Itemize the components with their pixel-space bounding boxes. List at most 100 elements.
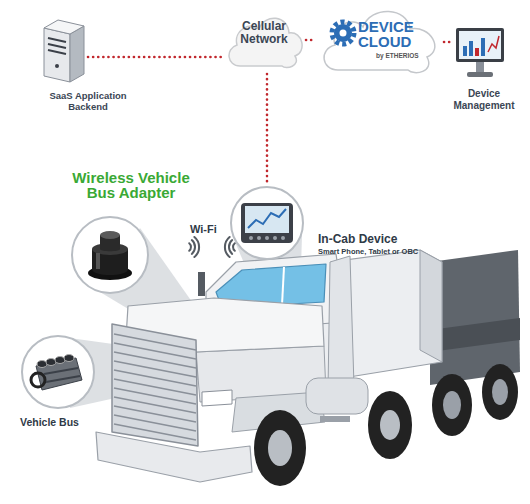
wifi-symbol	[225, 237, 230, 257]
truck	[482, 364, 518, 420]
server-icon	[48, 44, 66, 48]
tablet-callout	[231, 187, 303, 259]
server-icon	[40, 18, 88, 84]
monitor-icon	[454, 26, 506, 82]
truck	[198, 272, 205, 296]
truck	[96, 432, 252, 482]
monitor-icon	[454, 26, 506, 82]
cloud-label: Cellular Network	[228, 20, 300, 46]
truck	[380, 410, 400, 440]
wifi-symbol	[194, 237, 199, 257]
cloud-logo	[324, 11, 435, 72]
engine-callout	[46, 376, 80, 382]
engine-callout	[37, 355, 74, 368]
truck	[268, 430, 292, 466]
truck	[254, 410, 306, 486]
wifi-symbol	[189, 243, 191, 251]
truck	[282, 267, 284, 305]
dotted-connector	[444, 41, 454, 44]
truck	[114, 334, 196, 440]
callout-node: In-Cab DeviceSmart Phone, Tablet or OBC	[226, 182, 442, 262]
truck	[202, 390, 232, 406]
wifi-symbol	[233, 243, 235, 251]
monitor-icon	[463, 46, 467, 56]
wifi-symbol	[189, 237, 235, 257]
tablet-callout	[249, 236, 285, 240]
adapter-callout	[96, 253, 100, 269]
engine-callout	[55, 357, 65, 364]
callout-node: Wireless Vehicle Bus Adapter	[60, 168, 210, 300]
node-label: SaaS Application Backend	[45, 90, 131, 112]
tablet-callout	[265, 236, 269, 240]
server-icon	[44, 20, 84, 34]
truck	[328, 256, 354, 390]
engine-callout	[22, 336, 94, 408]
logo-byline: by ETHERIOS	[376, 52, 436, 60]
engine-callout	[37, 361, 47, 368]
tablet-callout	[281, 236, 285, 240]
dotted-connector	[266, 74, 269, 185]
truck	[114, 343, 196, 359]
truck	[114, 334, 196, 350]
truck	[114, 415, 196, 431]
monitor-icon	[481, 38, 485, 56]
truck	[112, 324, 198, 446]
truck	[114, 352, 196, 368]
server-icon	[48, 38, 66, 54]
cloud-logo	[334, 24, 352, 42]
adapter-callout	[70, 215, 150, 295]
truck	[114, 388, 196, 404]
dotted-connector	[306, 39, 316, 42]
engine-callout	[64, 355, 74, 362]
cloud-logo	[340, 30, 347, 37]
callout-node: Vehicle Bus	[16, 332, 108, 432]
monitor-icon	[476, 62, 484, 72]
wifi-label: Wi-Fi	[190, 223, 230, 236]
adapter-callout	[70, 215, 150, 295]
engine-callout	[31, 373, 45, 387]
server-icon	[48, 38, 66, 42]
cloud-node: Cellular Network	[222, 8, 306, 74]
cloud-logo	[332, 22, 354, 44]
truck	[368, 391, 412, 459]
engine-callout	[20, 334, 96, 410]
truck	[114, 406, 196, 422]
wifi-symbol	[192, 240, 195, 254]
server-node: SaaS Application Backend	[40, 16, 135, 116]
truck	[114, 361, 196, 377]
truck	[432, 374, 472, 436]
logo-text: DEVICE CLOUD	[358, 19, 430, 49]
server-icon	[55, 64, 59, 68]
truck	[114, 370, 196, 386]
callout-heading: Wireless Vehicle Bus Adapter	[68, 170, 194, 200]
monitor-icon	[475, 48, 479, 56]
truck	[96, 250, 520, 486]
tablet-callout	[257, 236, 261, 240]
tablet-callout	[241, 203, 293, 243]
adapter-callout	[72, 217, 148, 293]
dotted-connector	[88, 56, 222, 59]
tablet-callout	[249, 236, 253, 240]
engine-callout	[46, 359, 56, 366]
wifi-symbol	[229, 240, 232, 254]
monitor-icon	[456, 28, 504, 62]
monitor-icon	[467, 72, 493, 77]
monitor-icon	[488, 36, 499, 52]
adapter-callout	[100, 231, 120, 239]
tablet-callout	[273, 236, 277, 240]
truck	[443, 391, 461, 419]
tablet-callout	[248, 209, 286, 228]
cloud-node: DEVICE CLOUD by ETHERIOS	[316, 2, 444, 78]
truck	[320, 416, 350, 422]
callout-heading: Vehicle Bus	[20, 416, 108, 428]
truck	[114, 379, 196, 395]
engine-callout	[20, 334, 96, 410]
server-icon	[48, 50, 66, 54]
server-icon	[44, 28, 70, 82]
truck	[114, 397, 196, 413]
monitor-node: Device Management	[448, 24, 522, 116]
monitor-icon	[469, 41, 473, 56]
tablet-callout	[245, 206, 289, 233]
